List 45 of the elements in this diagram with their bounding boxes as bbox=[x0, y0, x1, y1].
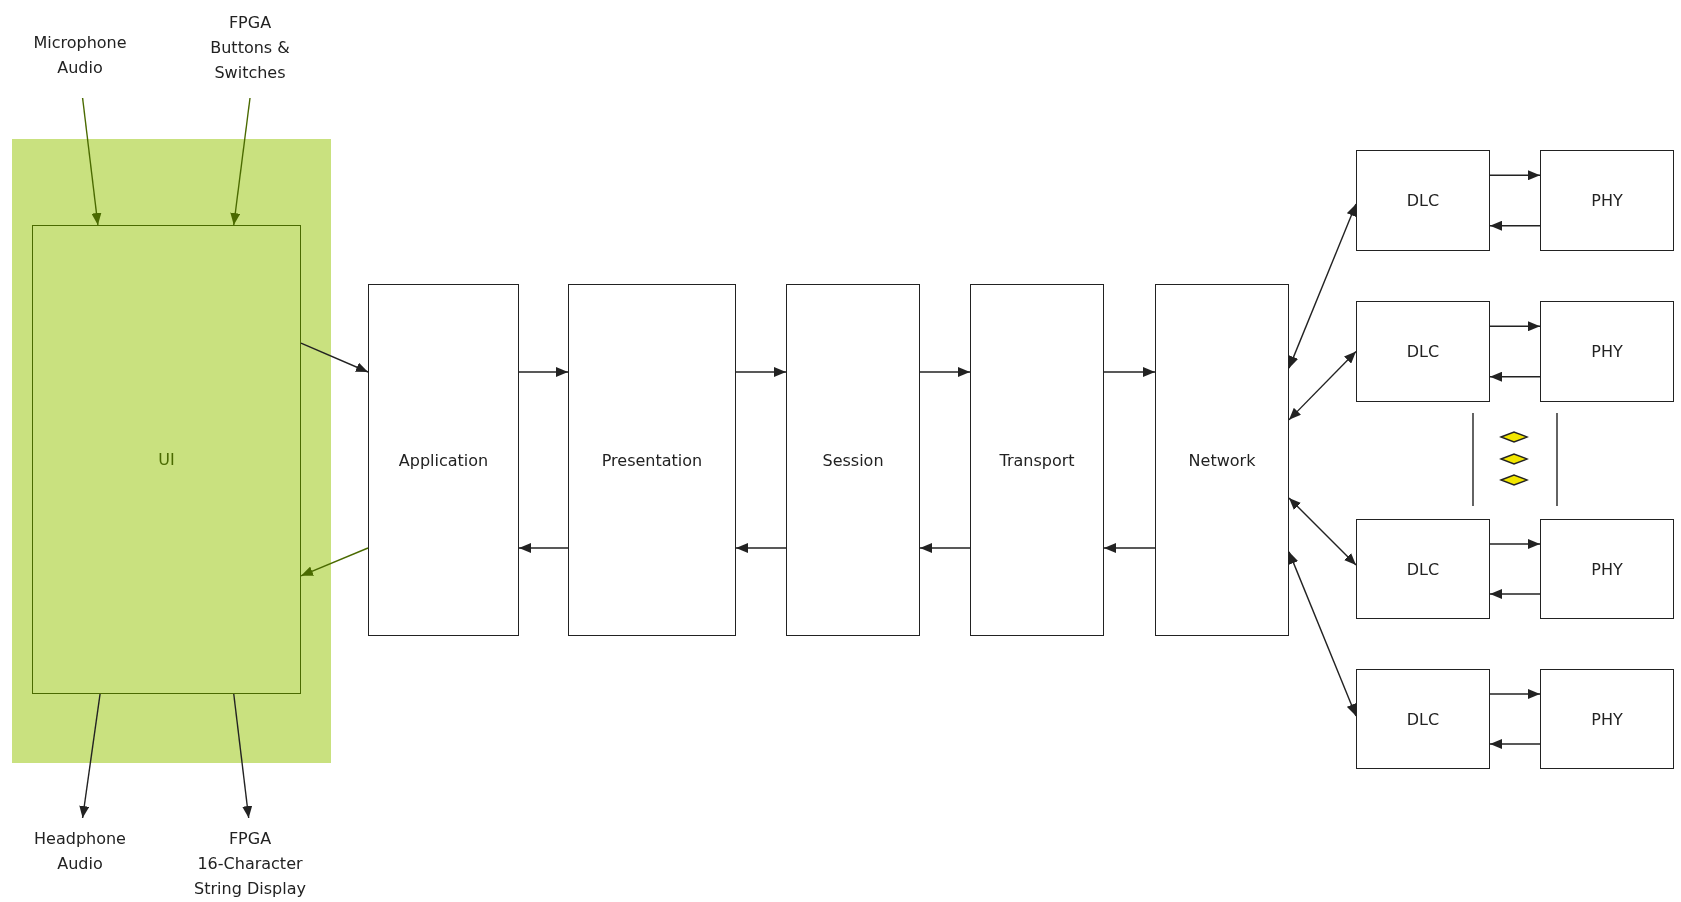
arrow bbox=[1489, 689, 1541, 699]
arrow bbox=[233, 693, 253, 819]
arrow bbox=[1489, 739, 1541, 749]
double-arrow bbox=[1288, 203, 1357, 369]
arrow bbox=[300, 547, 369, 577]
arrow bbox=[1103, 367, 1156, 377]
layer-box: PHY bbox=[1540, 301, 1674, 402]
input-label: Microphone Audio bbox=[15, 30, 145, 98]
layer-box: DLC bbox=[1356, 669, 1490, 769]
arrow bbox=[1489, 170, 1541, 181]
arrow bbox=[230, 97, 251, 226]
arrow bbox=[919, 367, 971, 377]
layer-box: PHY bbox=[1540, 669, 1674, 769]
arrow bbox=[1489, 220, 1541, 231]
arrow bbox=[518, 543, 569, 553]
layer-box: PHY bbox=[1540, 150, 1674, 251]
arrow bbox=[1489, 321, 1541, 332]
layer-box: DLC bbox=[1356, 519, 1490, 619]
arrow bbox=[919, 543, 971, 553]
layer-box: Transport bbox=[970, 284, 1104, 636]
double-arrow bbox=[1288, 350, 1357, 421]
double-arrow bbox=[1288, 551, 1357, 717]
double-arrow bbox=[1288, 497, 1357, 566]
output-label: FPGA 16-Character String Display bbox=[185, 818, 315, 902]
arrow bbox=[81, 97, 102, 226]
arrow bbox=[1489, 589, 1541, 599]
arrow bbox=[735, 543, 787, 553]
arrow bbox=[518, 367, 569, 377]
output-label: Headphone Audio bbox=[15, 818, 145, 880]
input-label: FPGA Buttons & Switches bbox=[200, 10, 300, 98]
layer-box: Presentation bbox=[568, 284, 736, 636]
layer-box: Session bbox=[786, 284, 920, 636]
layer-box: DLC bbox=[1356, 301, 1490, 402]
arrow bbox=[1489, 371, 1541, 382]
layer-box: Network bbox=[1155, 284, 1289, 636]
layer-box: PHY bbox=[1540, 519, 1674, 619]
arrow bbox=[1103, 543, 1156, 553]
arrow bbox=[300, 342, 369, 373]
ui-box: UI bbox=[32, 225, 301, 694]
layer-box: DLC bbox=[1356, 150, 1490, 251]
arrow bbox=[1489, 539, 1541, 549]
arrow bbox=[735, 367, 787, 377]
arrow bbox=[79, 693, 101, 819]
layer-box: Application bbox=[368, 284, 519, 636]
region-band bbox=[12, 139, 331, 763]
